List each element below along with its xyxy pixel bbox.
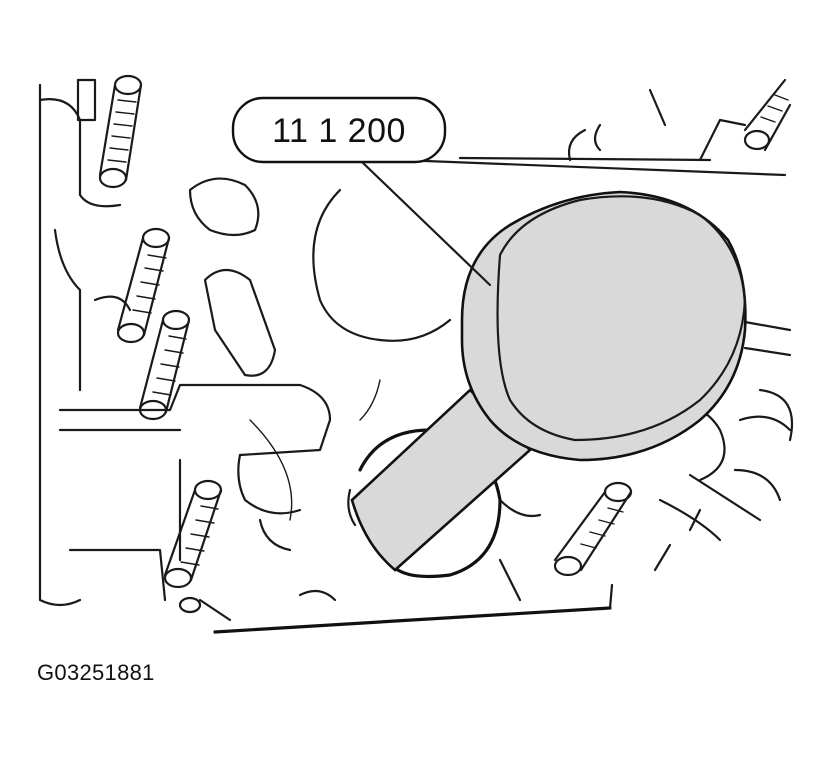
callout-label: 11 1 200 bbox=[231, 96, 447, 164]
port-openings bbox=[93, 177, 277, 614]
valve-bore bbox=[347, 428, 502, 579]
stud-mid-left-1 bbox=[116, 227, 171, 344]
threaded-studs bbox=[76, 74, 792, 589]
stud-top-left-2 bbox=[98, 74, 143, 189]
special-tool bbox=[350, 190, 747, 572]
stud-mid-left-2 bbox=[138, 309, 191, 421]
stud-top-left-1 bbox=[76, 78, 97, 122]
stud-bottom-right bbox=[553, 481, 633, 577]
tool-number-text: 11 1 200 bbox=[272, 112, 406, 150]
callout-leader bbox=[360, 160, 492, 287]
stud-top-right bbox=[743, 78, 792, 152]
cylinder-head-casting bbox=[38, 83, 794, 634]
tool-shaft bbox=[350, 388, 532, 572]
figure-id-label: G03251881 bbox=[37, 660, 155, 685]
stud-bottom-left bbox=[163, 479, 223, 589]
tool-head bbox=[460, 190, 747, 462]
tool-head-face-edge bbox=[496, 195, 747, 442]
